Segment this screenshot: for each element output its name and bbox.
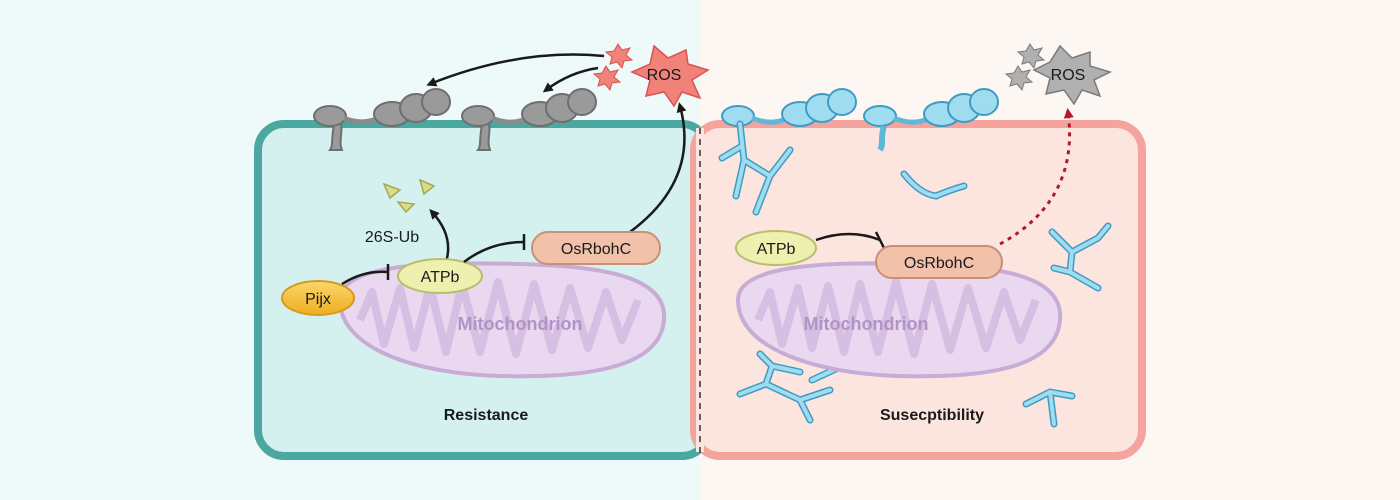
appressorium-icon <box>721 88 857 127</box>
ros-label-left: ROS <box>647 67 682 84</box>
osrbohc-to-ros-arrow <box>629 102 687 234</box>
ros-to-appressorium-arrow <box>426 53 605 87</box>
atpb-left-node <box>397 258 483 294</box>
degraded-fragment-icon <box>418 178 436 196</box>
hyphae-icon <box>738 352 840 422</box>
pijx-inhibits-atpb <box>341 270 389 286</box>
hyphae-icon <box>1050 224 1110 290</box>
atpb-inhibits-osrbohc-right <box>815 232 881 242</box>
ros-label-right: ROS <box>1051 67 1086 84</box>
osrbohc-right-node <box>875 245 1003 279</box>
atpb-right-node <box>735 230 817 266</box>
ros-burst-inactive-icon <box>1032 44 1113 106</box>
atpb-inhibits-osrbohc-left <box>463 240 525 263</box>
osrbohc-left-node <box>531 231 661 265</box>
ros-small-inactive-icon <box>1004 65 1034 92</box>
ros-small-icon <box>604 43 634 70</box>
mitochondrion-right-label: Mitochondrion <box>804 314 929 334</box>
ros-small-icon <box>592 65 622 92</box>
pijx-node <box>281 280 355 316</box>
appressorium-icon <box>313 88 451 151</box>
mitochondrion-right: Mitochondrion <box>735 261 1063 379</box>
osrbohc-right-label: OsRbohC <box>904 255 974 272</box>
ros-to-appressorium-arrow <box>542 66 599 93</box>
mitochondrion-left-label: Mitochondrion <box>458 314 583 334</box>
hyphae-icon <box>902 172 966 199</box>
appressorium-icon <box>863 88 999 152</box>
ub-degradation-arrow <box>429 209 450 263</box>
pijx-label: Pijx <box>305 291 331 308</box>
susceptibility-caption: Susecptibility <box>880 407 984 424</box>
atpb-right-label: ATPb <box>757 241 796 258</box>
atpb-left-label: ATPb <box>421 269 460 286</box>
hyphae-icon <box>720 122 792 214</box>
appressorium-icon <box>461 88 597 151</box>
degraded-fragment-icon <box>396 201 416 214</box>
resistance-caption: Resistance <box>444 407 529 424</box>
ub-label: 26S-Ub <box>365 229 419 246</box>
hyphae-icon <box>1024 389 1074 426</box>
osrbohc-left-label: OsRbohC <box>561 241 631 258</box>
degraded-fragment-icon <box>382 182 402 200</box>
ros-small-inactive-icon <box>1016 43 1046 70</box>
osrbohc-to-ros-dotted-arrow <box>999 108 1074 246</box>
ros-burst-icon <box>630 44 710 108</box>
